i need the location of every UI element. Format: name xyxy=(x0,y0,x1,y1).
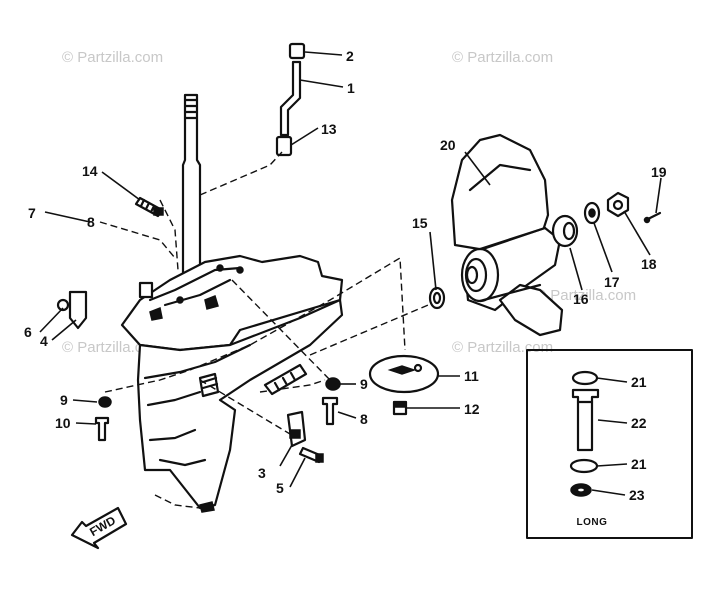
inset-label: LONG xyxy=(577,517,608,528)
callout-16: 16 xyxy=(573,291,589,307)
callout-11: 11 xyxy=(464,368,479,384)
spacer-16[interactable] xyxy=(551,214,579,248)
callout-4: 4 xyxy=(40,333,48,349)
callout-8: 8 xyxy=(360,411,368,427)
callout-13: 13 xyxy=(321,121,337,137)
screw-5[interactable] xyxy=(298,446,324,464)
clamp-3[interactable] xyxy=(286,410,307,448)
callout-23: 23 xyxy=(629,487,645,503)
callout-6: 6 xyxy=(24,324,32,340)
drive-shaft[interactable] xyxy=(181,93,202,287)
callout-numbers: 2 1 13 14 7 8 6 4 9 10 9 8 11 12 3 5 15 … xyxy=(24,48,667,503)
washer-9-left[interactable] xyxy=(98,396,112,408)
callout-18: 18 xyxy=(641,256,657,272)
shift-rod-seal[interactable] xyxy=(263,363,308,396)
water-tube[interactable] xyxy=(275,42,306,157)
washer-23[interactable] xyxy=(570,483,592,497)
callout-15: 15 xyxy=(412,215,428,231)
callout-5: 5 xyxy=(276,480,284,496)
callout-21-top: 21 xyxy=(631,374,647,390)
grommet-13[interactable] xyxy=(275,135,293,157)
bolt-12[interactable] xyxy=(392,400,408,416)
callout-2: 2 xyxy=(346,48,354,64)
callout-12: 12 xyxy=(464,401,480,417)
upper-gear-case[interactable] xyxy=(120,254,344,352)
callout-9-left: 9 xyxy=(60,392,68,408)
propeller[interactable] xyxy=(450,133,564,337)
callout-20: 20 xyxy=(440,137,456,153)
forward-direction-arrow: FWD xyxy=(70,506,128,550)
bolt-14[interactable] xyxy=(134,196,164,218)
callout-10: 10 xyxy=(55,415,71,431)
callout-9-right: 9 xyxy=(360,376,368,392)
bolt-8[interactable] xyxy=(321,396,339,426)
bolt-10[interactable] xyxy=(94,416,110,442)
callout-14: 14 xyxy=(82,163,98,179)
grommet-2[interactable] xyxy=(288,42,306,60)
o-ring-21-top[interactable] xyxy=(571,370,599,386)
callout-19: 19 xyxy=(651,164,667,180)
callout-21-bottom: 21 xyxy=(631,456,647,472)
callout-8-upper: 8 xyxy=(87,214,95,230)
nut-18[interactable] xyxy=(606,191,630,218)
callout-17: 17 xyxy=(604,274,620,290)
washer-9-right[interactable] xyxy=(325,377,341,391)
cotter-pin-19[interactable] xyxy=(643,211,662,224)
trim-tab-11[interactable] xyxy=(368,354,440,394)
watermark-text: © Partzilla.com xyxy=(452,49,553,66)
shift-rod-parts[interactable] xyxy=(263,363,308,396)
lower-gear-case[interactable] xyxy=(136,298,344,513)
assembly-lines xyxy=(99,151,441,509)
callout-22: 22 xyxy=(631,415,647,431)
watermark-text: © Partzilla.com xyxy=(62,49,163,66)
bracket-4-6[interactable] xyxy=(56,290,88,330)
thrust-washer-15[interactable] xyxy=(428,286,446,310)
callout-7: 7 xyxy=(28,205,36,221)
o-ring-21-bottom[interactable] xyxy=(569,458,599,474)
callout-3: 3 xyxy=(258,465,266,481)
callout-1: 1 xyxy=(347,80,355,96)
extension-tube-22[interactable] xyxy=(571,388,600,452)
watermark-text: © Partzilla.com xyxy=(535,287,636,304)
long-shaft-inset: LONG xyxy=(526,349,693,539)
watermark-text: © Partzilla.com xyxy=(452,339,553,356)
leader-lines xyxy=(39,51,662,496)
washer-17[interactable] xyxy=(583,201,601,225)
